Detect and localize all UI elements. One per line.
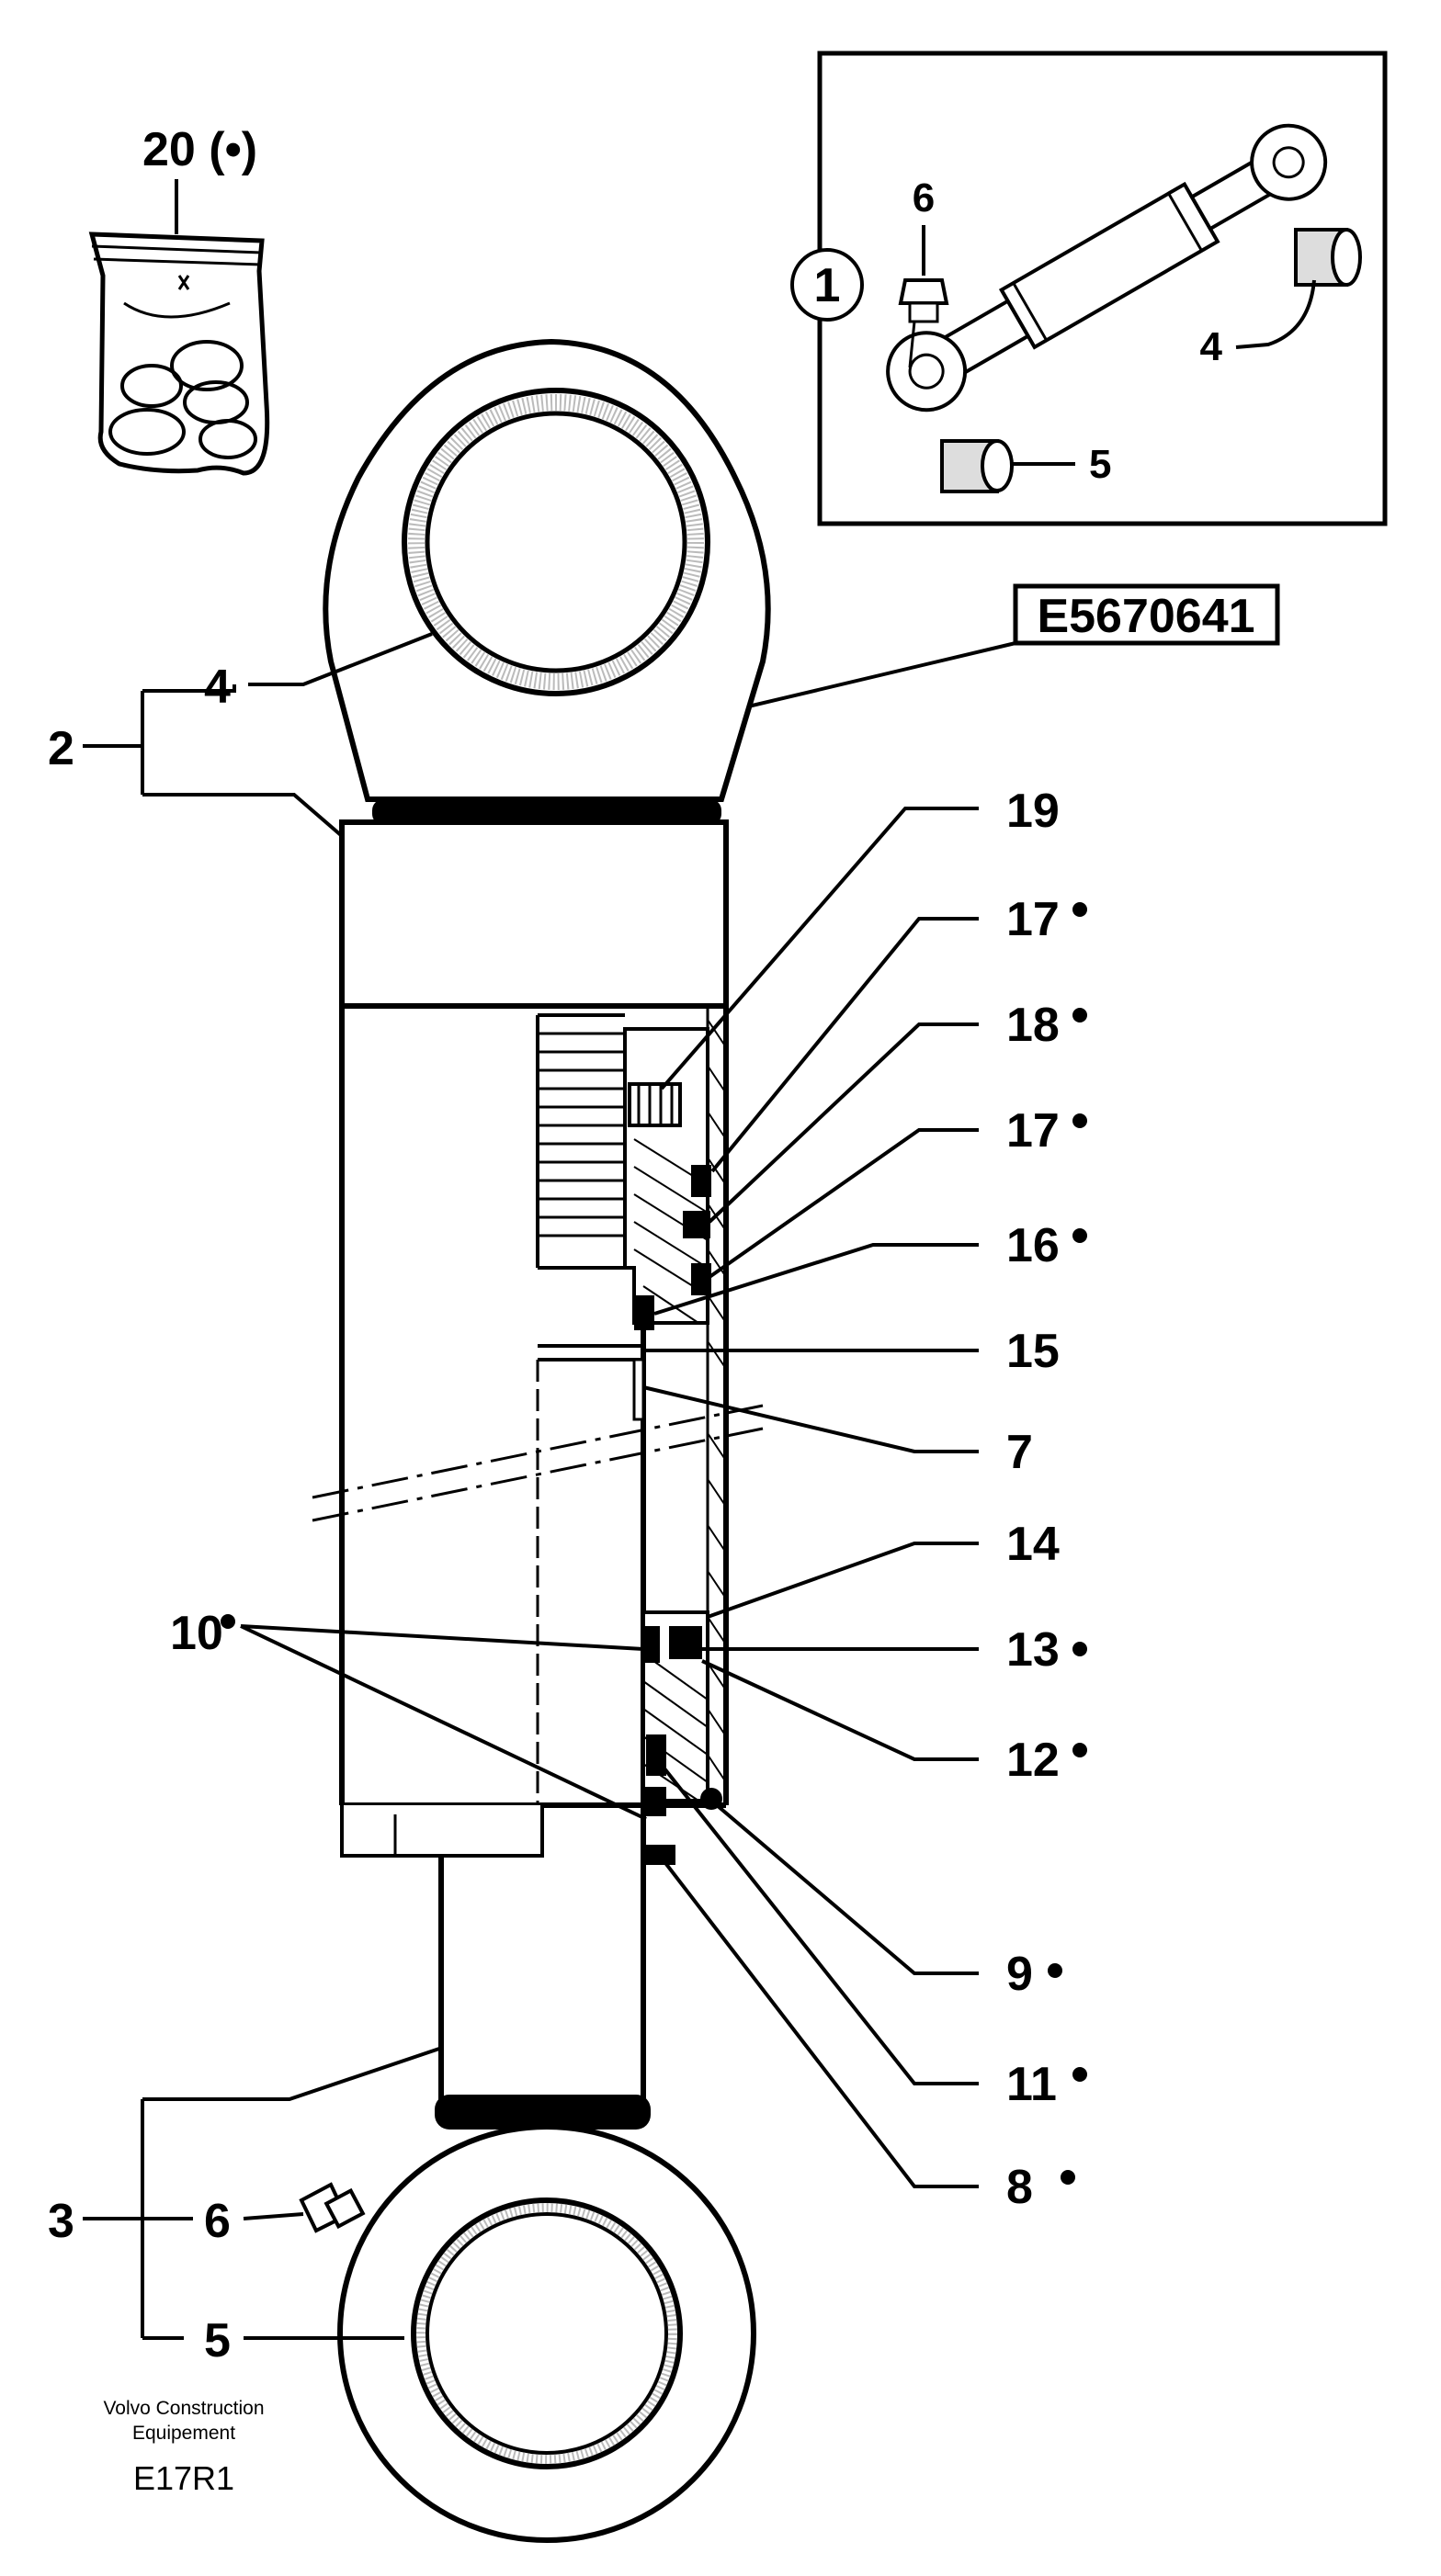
piston-rod (435, 1856, 651, 2130)
cylinder-head (339, 819, 729, 1009)
oring-9 (700, 1788, 722, 1810)
manufacturer-line-1: Volvo Construction (103, 2398, 264, 2419)
label-11: 11 (1006, 2058, 1057, 2111)
label-13: 13 (1006, 1623, 1060, 1677)
seal-13 (669, 1626, 702, 1659)
label-17a: 17 (1006, 893, 1060, 946)
label-9: 9 (1006, 1948, 1033, 2001)
seal-18 (683, 1211, 710, 1238)
label-14: 14 (1006, 1518, 1060, 1571)
footer: Volvo Construction Equipement E17R1 (103, 2398, 264, 2497)
part-number: E5670641 (1037, 590, 1254, 643)
inset-bush-4: 4 (1200, 228, 1362, 369)
seal-10 (643, 1626, 660, 1663)
bottom-eye (299, 2124, 756, 2543)
inset-label-bush-bottom: 5 (1089, 442, 1111, 487)
inset-label-assembly: 1 (814, 259, 841, 312)
assembly-callout-circle (790, 248, 864, 322)
callouts-right (642, 807, 979, 2188)
callouts-left (83, 632, 647, 2340)
label-2: 2 (48, 722, 74, 775)
label-6: 6 (204, 2195, 231, 2248)
seal-17a (691, 1165, 711, 1197)
inset-exploded-view: 1 6 4 5 (790, 51, 1388, 526)
callout-labels-right: 19 17 18 17 16 15 7 14 13 12 9 11 8 (1006, 785, 1087, 2214)
inset-label-bush-top: 4 (1200, 324, 1223, 369)
seal-8 (643, 1845, 675, 1865)
label-18: 18 (1006, 999, 1060, 1052)
seal-kit-bag: 20 (•) (88, 123, 270, 476)
top-rod-eye (323, 338, 771, 825)
label-12: 12 (1006, 1734, 1060, 1787)
seal-16 (634, 1295, 654, 1330)
label-8: 8 (1006, 2161, 1033, 2214)
label-4: 4 (204, 661, 231, 714)
label-3: 3 (48, 2195, 74, 2248)
label-5: 5 (204, 2314, 231, 2367)
callout-labels-left: 10 4 2 3 6 5 (48, 661, 235, 2367)
part-number-box: E5670641 (713, 583, 1280, 754)
label-16: 16 (1006, 1219, 1060, 1272)
kit-label: 20 (•) (142, 123, 257, 176)
seal-17b (691, 1263, 711, 1295)
inset-bush-5: 5 (940, 439, 1111, 493)
label-19: 19 (1006, 785, 1060, 838)
inset-label-nipple: 6 (913, 175, 935, 220)
seal-9-ring (643, 1787, 666, 1816)
figure-code: E17R1 (133, 2459, 234, 2497)
label-7: 7 (1006, 1426, 1033, 1479)
label-10: 10 (170, 1607, 223, 1660)
label-17b: 17 (1006, 1104, 1060, 1158)
cylinder-barrel (312, 1006, 764, 1865)
label-15: 15 (1006, 1325, 1060, 1378)
manufacturer-line-2: Equipement (132, 2423, 235, 2444)
